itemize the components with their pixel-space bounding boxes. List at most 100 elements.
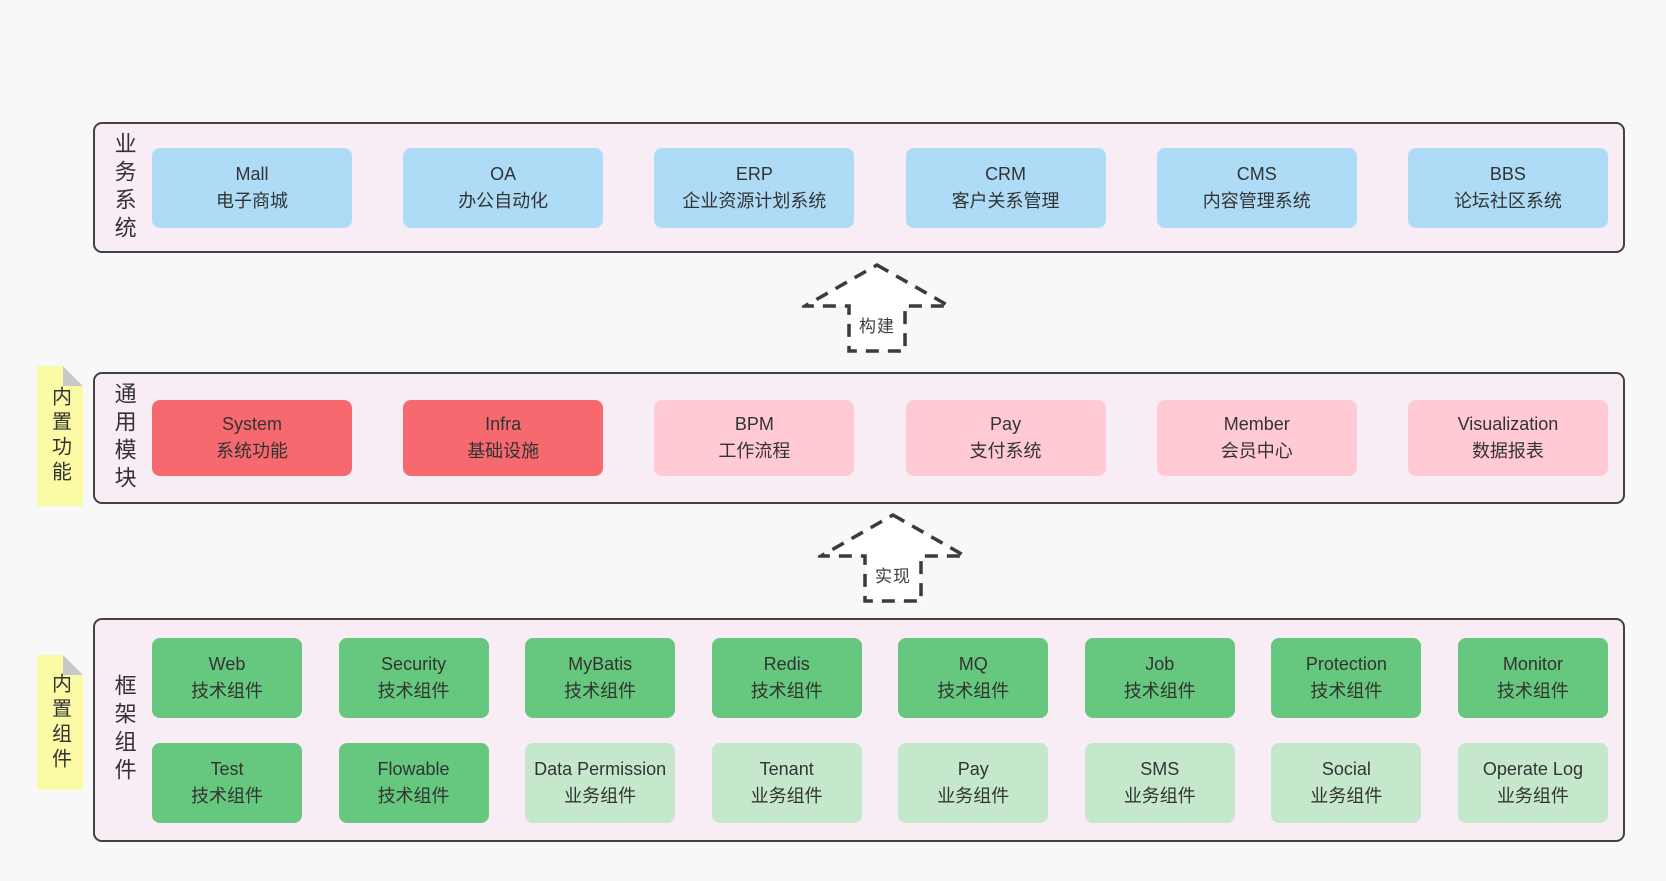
box-sms: SMS 业务组件 — [1084, 743, 1235, 823]
box-name: BBS — [1489, 163, 1526, 184]
box-monitor: Monitor 技术组件 — [1457, 638, 1608, 718]
box-desc: 技术组件 — [191, 681, 263, 701]
box-name: Flowable — [377, 759, 450, 779]
framework-components-label: 框架组件 — [95, 620, 152, 840]
box-operate-log: Operate Log 业务组件 — [1457, 743, 1608, 823]
box-name: Social — [1321, 759, 1371, 779]
implement-arrow: 实现 — [818, 512, 968, 604]
framework-boxes-grid: Web 技术组件 Security 技术组件 MyBatis 技术组件 Redi… — [152, 620, 1623, 840]
box-name: Data Permission — [534, 759, 667, 779]
box-name: Security — [381, 654, 447, 674]
box-desc: 技术组件 — [564, 681, 637, 701]
box-oa: OA 办公自动化 — [403, 147, 604, 228]
box-desc: 业务组件 — [1123, 786, 1196, 806]
box-desc: 技术组件 — [1310, 681, 1383, 701]
box-desc: 技术组件 — [1496, 681, 1569, 701]
build-arrow-label: 构建 — [859, 317, 895, 336]
section-common-modules: 通用模块 System 系统功能 Infra 基础设施 BPM 工作流程 Pay… — [93, 372, 1625, 504]
box-desc: 技术组件 — [377, 681, 450, 701]
up-arrow-icon — [802, 262, 952, 353]
note-text: 内置组件 — [48, 672, 71, 773]
box-name: Operate Log — [1482, 759, 1583, 779]
box-pay: Pay 支付系统 — [905, 400, 1106, 476]
box-name: Infra — [485, 414, 522, 434]
box-desc: 会员中心 — [1220, 441, 1293, 461]
framework-row-2: Test 技术组件 Flowable 技术组件 Data Permission … — [152, 743, 1608, 823]
business-boxes-row: Mall 电子商城 OA 办公自动化 ERP 企业资源计划系统 CRM 客户关系… — [152, 124, 1623, 251]
box-desc: 业务组件 — [564, 786, 637, 806]
box-name: Monitor — [1502, 654, 1563, 674]
box-name: SMS — [1140, 759, 1180, 779]
box-desc: 办公自动化 — [458, 190, 549, 211]
box-web: Web 技术组件 — [152, 638, 302, 718]
business-systems-label: 业务系统 — [95, 124, 152, 251]
box-desc: 技术组件 — [191, 786, 263, 806]
box-redis: Redis 技术组件 — [711, 638, 862, 718]
build-arrow: 构建 — [802, 262, 952, 354]
box-name: CRM — [985, 163, 1027, 184]
box-visualization: Visualization 数据报表 — [1407, 400, 1608, 476]
box-desc: 技术组件 — [1123, 681, 1196, 701]
box-name: Visualization — [1457, 414, 1559, 434]
box-mall: Mall 电子商城 — [152, 147, 352, 228]
box-name: MQ — [958, 654, 988, 674]
box-bpm: BPM 工作流程 — [654, 400, 855, 476]
note-text: 内置功能 — [48, 386, 71, 486]
box-name: Protection — [1305, 654, 1387, 674]
box-name: MyBatis — [568, 654, 633, 674]
box-name: CMS — [1236, 163, 1277, 184]
implement-arrow-label: 实现 — [875, 567, 911, 586]
box-name: Test — [210, 759, 244, 779]
box-desc: 数据报表 — [1471, 441, 1544, 461]
section-business-systems: 业务系统 Mall 电子商城 OA 办公自动化 ERP 企业资源计划系统 CRM… — [93, 122, 1625, 253]
box-name: Pay — [990, 414, 1022, 434]
up-arrow-icon — [818, 512, 968, 603]
box-name: BPM — [734, 414, 774, 434]
side-label-text: 通用模块 — [111, 382, 137, 494]
box-desc: 电子商城 — [216, 190, 288, 211]
box-desc: 业务组件 — [750, 786, 823, 806]
box-desc: 技术组件 — [937, 681, 1010, 701]
box-desc: 工作流程 — [718, 441, 791, 461]
box-desc: 内容管理系统 — [1202, 190, 1311, 211]
box-security: Security 技术组件 — [338, 638, 489, 718]
box-name: Web — [208, 654, 246, 674]
box-mybatis: MyBatis 技术组件 — [525, 638, 676, 718]
box-crm: CRM 客户关系管理 — [905, 147, 1106, 228]
box-flowable: Flowable 技术组件 — [338, 743, 489, 823]
box-desc: 论坛社区系统 — [1453, 190, 1562, 211]
sticky-note-builtin-features: 内置功能 — [37, 366, 83, 506]
box-name: System — [221, 414, 282, 434]
box-member: Member 会员中心 — [1156, 400, 1357, 476]
box-desc: 基础设施 — [467, 441, 540, 461]
side-label-text: 框架组件 — [111, 674, 137, 786]
section-framework-components: 框架组件 Web 技术组件 Security 技术组件 MyBatis 技术组件… — [93, 618, 1625, 842]
box-desc: 客户关系管理 — [951, 190, 1060, 211]
box-desc: 支付系统 — [969, 441, 1042, 461]
box-desc: 业务组件 — [937, 786, 1010, 806]
modules-boxes-row: System 系统功能 Infra 基础设施 BPM 工作流程 Pay 支付系统… — [152, 374, 1623, 502]
box-desc: 系统功能 — [216, 441, 288, 461]
box-system: System 系统功能 — [152, 400, 352, 476]
box-test: Test 技术组件 — [152, 743, 302, 823]
box-name: Job — [1145, 654, 1175, 674]
box-cms: CMS 内容管理系统 — [1156, 147, 1357, 228]
box-desc: 技术组件 — [377, 786, 450, 806]
box-name: Pay — [957, 759, 989, 779]
box-protection: Protection 技术组件 — [1271, 638, 1422, 718]
box-infra: Infra 基础设施 — [403, 400, 604, 476]
box-desc: 技术组件 — [750, 681, 823, 701]
box-bbs: BBS 论坛社区系统 — [1407, 147, 1608, 228]
box-desc: 业务组件 — [1496, 786, 1569, 806]
note-fold-corner-icon — [63, 366, 83, 386]
note-fold-corner-icon — [63, 655, 83, 675]
box-job: Job 技术组件 — [1084, 638, 1235, 718]
box-tenant: Tenant 业务组件 — [711, 743, 862, 823]
box-pay-biz: Pay 业务组件 — [898, 743, 1049, 823]
box-social: Social 业务组件 — [1271, 743, 1422, 823]
framework-row-1: Web 技术组件 Security 技术组件 MyBatis 技术组件 Redi… — [152, 638, 1608, 718]
box-data-permission: Data Permission 业务组件 — [525, 743, 676, 823]
common-modules-label: 通用模块 — [95, 374, 152, 502]
box-name: Redis — [763, 654, 810, 674]
